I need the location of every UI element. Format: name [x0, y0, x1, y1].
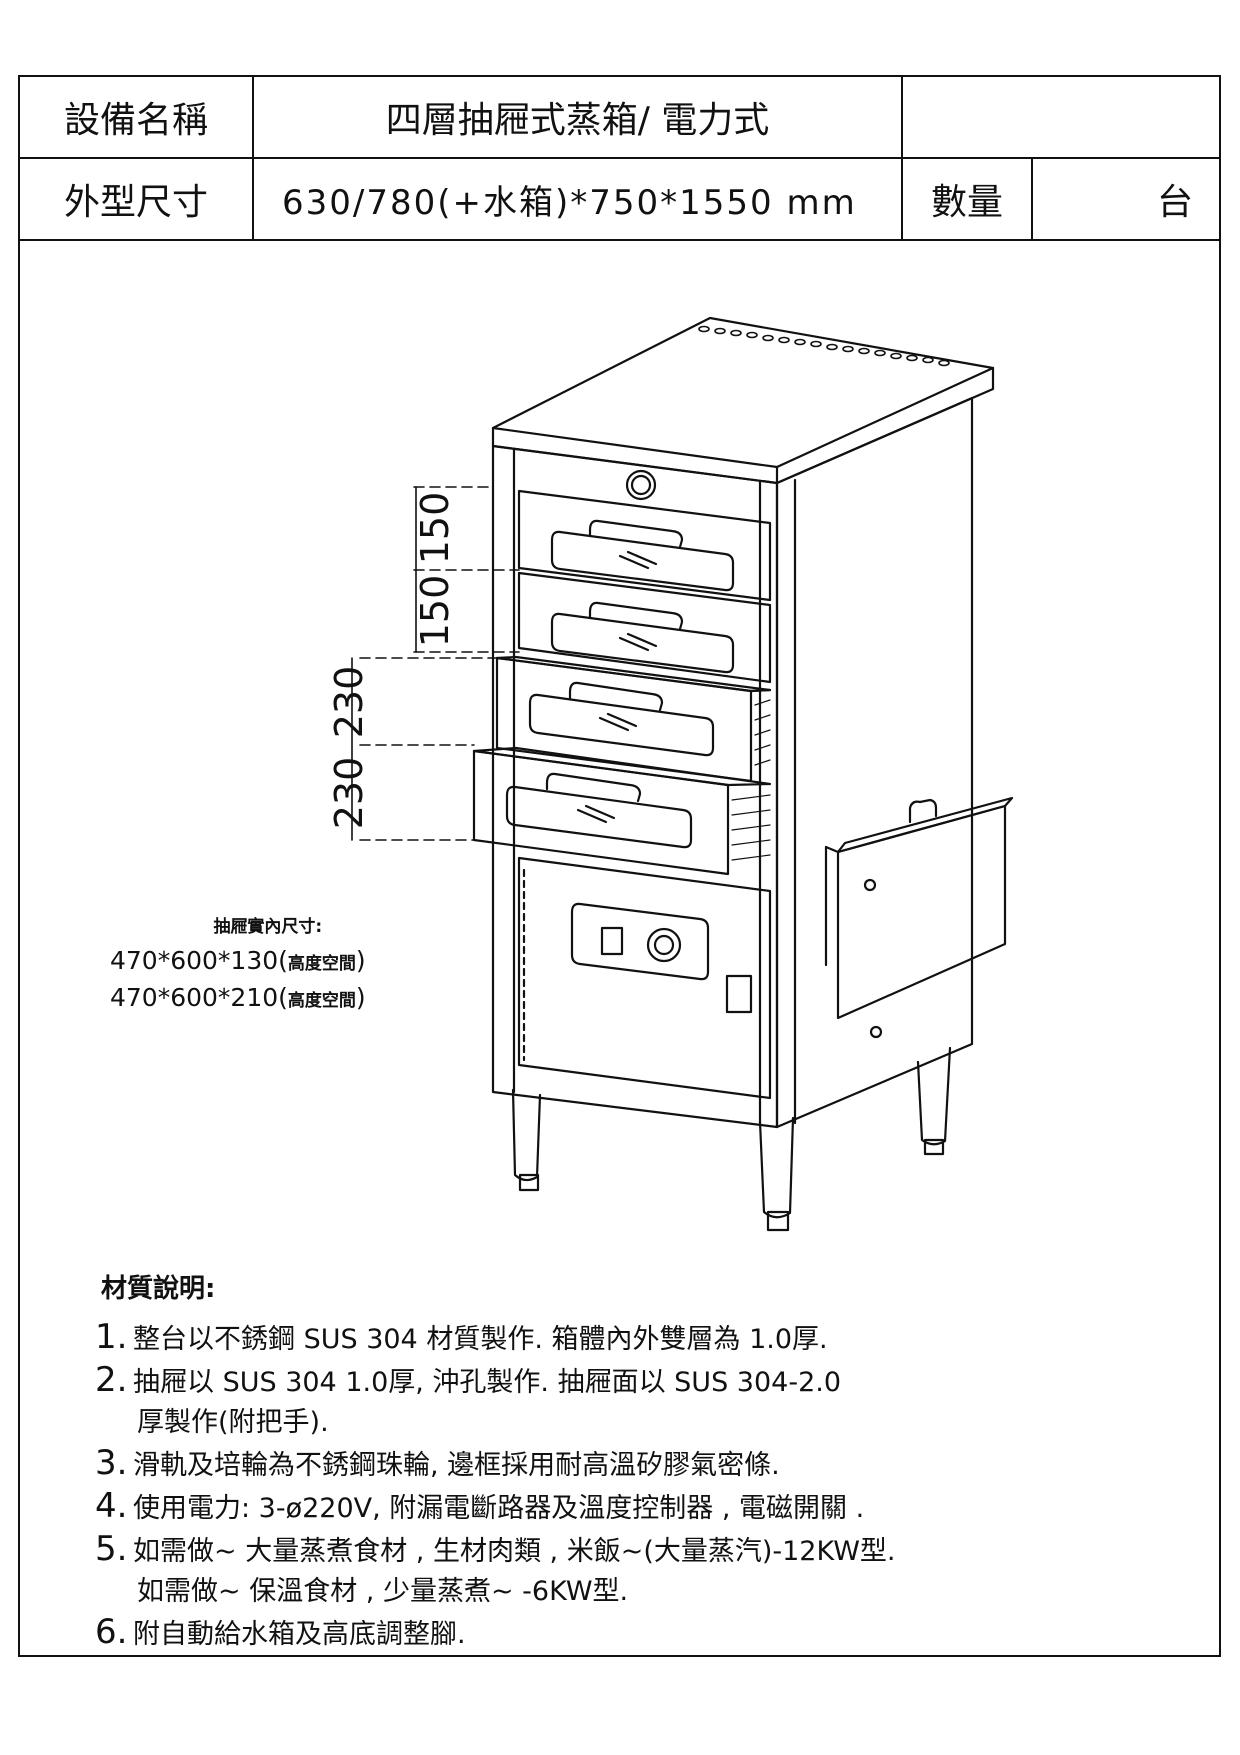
spec-header-table: 設備名稱 四層抽屜式蒸箱/ 電力式 外型尺寸 630/780(+水箱)*750*…: [20, 77, 1219, 241]
quantity-unit: 台: [1031, 157, 1219, 241]
dim-drawer3-height: 230: [327, 666, 371, 739]
equipment-name-value: 四層抽屜式蒸箱/ 電力式: [252, 77, 903, 159]
note-item: 5.如需做~ 大量蒸煮食材 , 生材肉類 , 米飯~(大量蒸汽)-12KW型.: [95, 1529, 1215, 1572]
power-switch-icon: [600, 926, 624, 956]
note-number: 4.: [95, 1486, 128, 1526]
inner-dimension-row: 470*600*130(高度空間): [110, 946, 366, 975]
drawer-inner-dimensions: 抽屜實內尺寸: 470*600*130(高度空間) 470*600*210(高度…: [110, 910, 366, 1018]
equipment-name-label: 設備名稱: [20, 77, 254, 159]
note-item-continued: 厚製作(附把手).: [137, 1407, 329, 1438]
note-text: 整台以不銹鋼 SUS 304 材質製作. 箱體內外雙層為 1.0厚.: [133, 1324, 828, 1355]
inner-size-value: 470*600*210: [110, 983, 279, 1012]
inner-dimensions-title: 抽屜實內尺寸:: [213, 917, 323, 937]
indicator-window-icon: [725, 974, 753, 1014]
dimensions-label: 外型尺寸: [20, 157, 254, 241]
dimensions-value: 630/780(+水箱)*750*1550 mm: [252, 157, 903, 241]
temperature-knob-icon: [646, 927, 682, 963]
inner-dimension-row: 470*600*210(高度空間): [110, 983, 366, 1012]
drawer-2: [517, 571, 772, 684]
note-text: 滑軌及培輪為不銹鋼珠輪, 邊框採用耐高溫矽膠氣密條.: [133, 1450, 780, 1481]
dim-drawer4-height: 230: [327, 757, 371, 830]
note-item: 6.附自動給水箱及高底調整腳.: [95, 1612, 1215, 1655]
inner-size-note: 高度空間: [287, 954, 356, 974]
note-text: 使用電力: 3-ø220V, 附漏電斷路器及溫度控制器 , 電磁開關 .: [133, 1493, 865, 1524]
water-tank: [824, 796, 1014, 1039]
dim-drawer1-height: 150: [413, 492, 457, 565]
dim-drawer2-height: 150: [413, 575, 457, 648]
thermometer-gauge-inner: [630, 474, 652, 496]
inner-size-note: 高度空間: [287, 991, 356, 1011]
note-number: 1.: [95, 1317, 128, 1357]
spec-sheet: 設備名稱 四層抽屜式蒸箱/ 電力式 外型尺寸 630/780(+水箱)*750*…: [18, 75, 1221, 1657]
control-panel: [570, 902, 753, 1014]
control-compartment: [517, 856, 772, 1100]
dimension-lines: [351, 486, 520, 841]
note-item: 4.使用電力: 3-ø220V, 附漏電斷路器及溫度控制器 , 電磁開關 .: [95, 1486, 1215, 1529]
note-text: 抽屜以 SUS 304 1.0厚, 沖孔製作. 抽屜面以 SUS 304-2.0: [133, 1367, 842, 1398]
note-item: 3.滑軌及培輪為不銹鋼珠輪, 邊框採用耐高溫矽膠氣密條.: [95, 1443, 1215, 1486]
thermometer-gauge: [625, 469, 657, 501]
note-text: 附自動給水箱及高底調整腳.: [133, 1619, 466, 1650]
material-notes-title: 材質說明:: [101, 1274, 216, 1304]
cabinet-side-panel: [775, 396, 974, 1129]
note-number: 6.: [95, 1612, 128, 1652]
cabinet-top: [491, 316, 995, 485]
note-item: 1.整台以不銹鋼 SUS 304 材質製作. 箱體內外雙層為 1.0厚.: [95, 1317, 1215, 1360]
drawer-1: [517, 489, 772, 602]
note-number: 5.: [95, 1529, 128, 1569]
header-blank-cell: [901, 77, 1219, 159]
drawer-4-open: [472, 746, 772, 876]
note-item: 2.抽屜以 SUS 304 1.0厚, 沖孔製作. 抽屜面以 SUS 304-2…: [95, 1360, 1215, 1403]
material-notes: 材質說明: 1.整台以不銹鋼 SUS 304 材質製作. 箱體內外雙層為 1.0…: [95, 1268, 1215, 1655]
note-number: 3.: [95, 1443, 128, 1483]
cabinet-top-edge-right: [775, 366, 995, 469]
note-item-continued: 如需做~ 保溫食材 , 少量蒸煮~ -6KW型.: [137, 1576, 629, 1607]
note-number: 2.: [95, 1360, 128, 1400]
inner-size-value: 470*600*130: [110, 946, 279, 975]
vent-slots: [698, 325, 950, 367]
cabinet-top-edge: [491, 426, 779, 469]
adjustable-legs: [511, 1046, 952, 1232]
quantity-label: 數量: [901, 157, 1033, 241]
note-text: 如需做~ 大量蒸煮食材 , 生材肉類 , 米飯~(大量蒸汽)-12KW型.: [133, 1536, 896, 1567]
